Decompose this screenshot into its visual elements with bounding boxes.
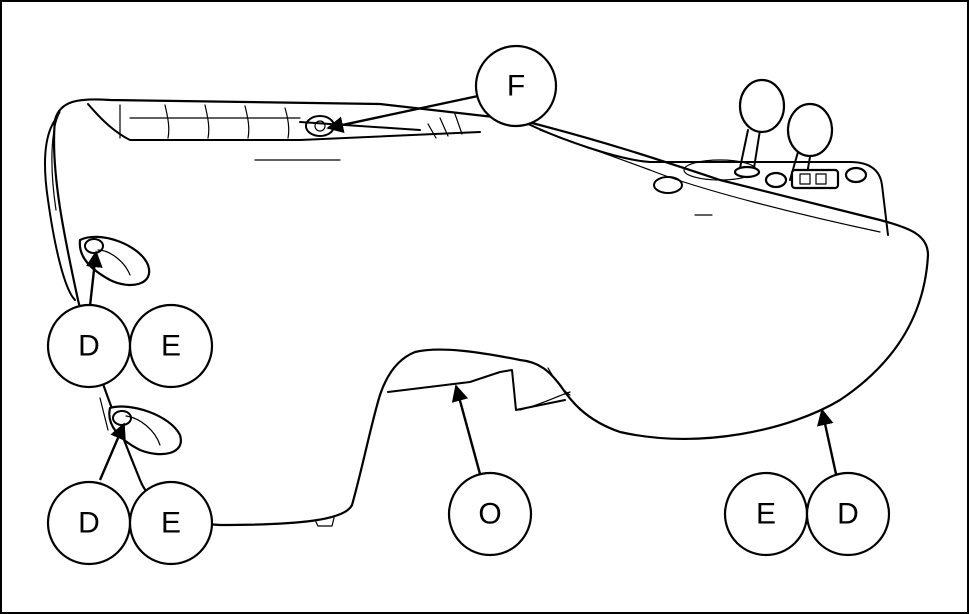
- callout-e-right: E: [723, 471, 809, 557]
- arrow-d-right: [817, 408, 838, 475]
- callout-o: O: [447, 471, 533, 557]
- joystick-left: [733, 78, 786, 179]
- callout-d-lower: D: [46, 480, 132, 566]
- arrow-d-lower: [98, 422, 126, 481]
- console-housing: [43, 98, 930, 527]
- callout-e-lower: E: [128, 480, 214, 566]
- arrow-o: [451, 384, 482, 475]
- control-switch: [764, 166, 868, 190]
- callout-d-right-label: D: [837, 498, 859, 531]
- callout-e-upper-label: E: [161, 330, 181, 363]
- callout-e-right-label: E: [756, 498, 776, 531]
- callout-d-lower-label: D: [78, 507, 100, 540]
- arrow-d-upper: [85, 250, 103, 307]
- callout-o-label: O: [478, 498, 501, 531]
- callout-e-lower-label: E: [161, 507, 181, 540]
- side-slot-lower: [99, 397, 182, 456]
- callout-d-right: D: [805, 471, 891, 557]
- callout-d-upper: D: [46, 303, 132, 389]
- callout-d-upper-label: D: [78, 330, 100, 363]
- callout-e-upper: E: [128, 303, 214, 389]
- callout-f: F: [474, 44, 558, 128]
- arrow-f: [326, 94, 479, 134]
- joystick-right: [786, 102, 834, 181]
- callout-f-label: F: [507, 70, 525, 103]
